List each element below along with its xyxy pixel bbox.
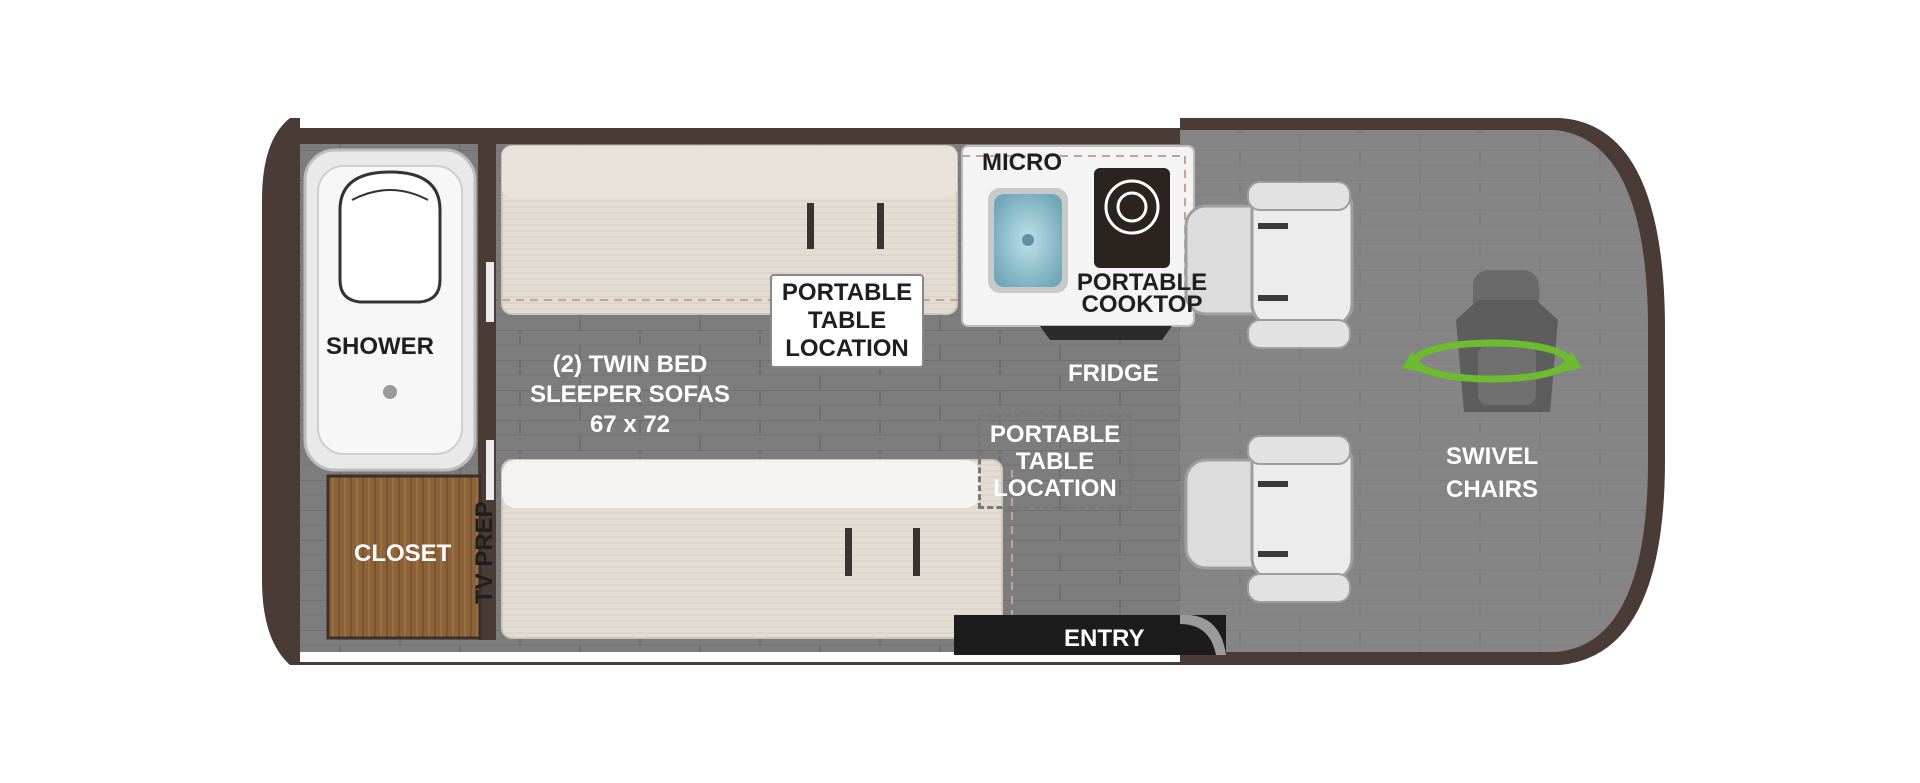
swivel-chairs-label: SWIVEL CHAIRS (1445, 443, 1538, 503)
beds-line2: SLEEPER SOFAS (529, 381, 731, 408)
cooktop (1094, 168, 1170, 268)
fridge-label: FRIDGE (1068, 360, 1159, 387)
beds-line3: 67 x 72 (589, 411, 671, 438)
shower-label: SHOWER (326, 333, 434, 360)
cooktop-label: PORTABLE COOKTOP (1076, 269, 1208, 318)
closet-unit (326, 474, 482, 640)
micro-label: MICRO (982, 149, 1062, 176)
top-wall (300, 118, 1180, 130)
beds-line1: (2) TWIN BED (552, 351, 708, 378)
tv-prep-label: TV PREP (471, 501, 498, 604)
toilet (338, 170, 442, 304)
portable-table-location-top: PORTABLE TABLE LOCATION (770, 274, 924, 368)
shower-drain (383, 385, 397, 399)
closet-label: CLOSET (354, 540, 452, 567)
fridge (1040, 326, 1172, 340)
bottom-wall (300, 652, 1180, 662)
driver-seat (1456, 270, 1558, 412)
entry-label: ENTRY (1064, 625, 1145, 652)
portable-table-location-bottom: PORTABLE TABLE LOCATION (978, 414, 1132, 509)
captain-chair-top (1184, 181, 1354, 349)
captain-chair-bottom (1184, 435, 1354, 603)
entry-step (954, 614, 1226, 655)
